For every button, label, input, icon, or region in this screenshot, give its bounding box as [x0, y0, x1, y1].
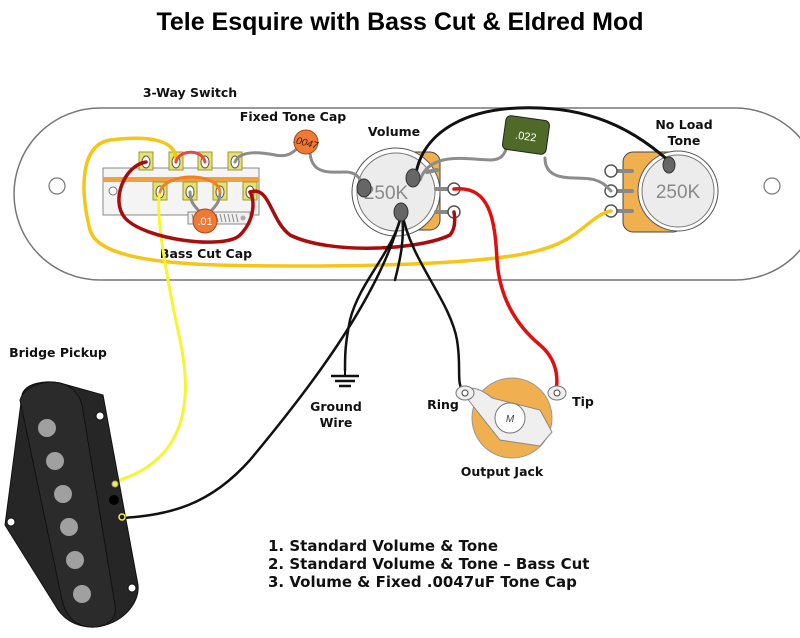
legend-item-3: 3. Volume & Fixed .0047uF Tone Cap [268, 573, 577, 591]
pink-wire-switch-jumper [174, 150, 207, 164]
tone-pot-value: 250K [656, 182, 701, 203]
dark-red-wire-switch-loop [117, 160, 255, 244]
pole-piece-2 [46, 452, 64, 470]
black-wire-volume-to-pickup [120, 210, 404, 520]
switch-label: 3-Way Switch [143, 85, 237, 100]
jack-center-mark: M [506, 414, 515, 425]
ground-symbol [331, 370, 359, 388]
fixed-tone-cap: .0047 [292, 129, 320, 155]
red-wire-volume-to-tip [452, 187, 559, 395]
amber-wire-switch-to-tone [82, 136, 613, 268]
bass-cut-cap-label: Bass Cut Cap [160, 246, 252, 261]
no-load-tone-label-line2: Tone [668, 133, 701, 148]
black-wire-volume-to-tone [413, 106, 672, 182]
output-jack: M [455, 377, 567, 459]
ground-label-line1: Ground [310, 399, 362, 414]
tone-cap-value: .022 [514, 130, 537, 145]
volume-label: Volume [368, 124, 420, 139]
pole-piece-6 [73, 585, 91, 603]
pole-piece-4 [60, 518, 78, 536]
pole-piece-1 [38, 419, 56, 437]
dark-red-wire-switch-to-volume [248, 189, 457, 250]
fixed-tone-cap-label: Fixed Tone Cap [240, 109, 346, 124]
bass-cut-cap: .01 [192, 208, 218, 234]
solder-volume-bottom [393, 202, 409, 222]
yellow-wire-switch-to-pickup [118, 190, 187, 482]
grey-wire-switch-to-fixed-cap [233, 144, 302, 164]
tone-cap: .022 [501, 115, 551, 155]
pole-piece-3 [54, 485, 72, 503]
tip-label: Tip [572, 394, 594, 409]
solder-volume-left [356, 178, 372, 198]
plate-screw-hole-right [763, 177, 781, 195]
black-wire-volume-to-ring [400, 210, 467, 395]
bass-cut-cap-value: .01 [197, 216, 212, 228]
grey-wire-tone-cap-to-tone-pot [543, 156, 613, 193]
ring-label: Ring [427, 397, 459, 412]
bridge-pickup [4, 381, 139, 628]
output-jack-label: Output Jack [461, 464, 544, 479]
volume-pot-value: 250K [364, 183, 409, 204]
pole-piece-5 [66, 551, 84, 569]
solder-tone-top [662, 156, 676, 174]
plate-screw-hole-left [48, 177, 66, 195]
legend-item-2: 2. Standard Volume & Tone – Bass Cut [268, 555, 589, 573]
legend-item-1: 1. Standard Volume & Tone [268, 537, 498, 555]
grey-wire-volume-to-tone-cap [418, 143, 510, 182]
bridge-pickup-label: Bridge Pickup [9, 345, 107, 360]
no-load-tone-label-line1: No Load [655, 117, 712, 132]
ground-label-line2: Wire [320, 415, 353, 430]
orange-wire-switch-jumper [158, 175, 222, 194]
volume-pot: 250K [351, 147, 461, 237]
diagram-title: Tele Esquire with Bass Cut & Eldred Mod [156, 8, 643, 36]
solder-volume-top [405, 168, 421, 188]
